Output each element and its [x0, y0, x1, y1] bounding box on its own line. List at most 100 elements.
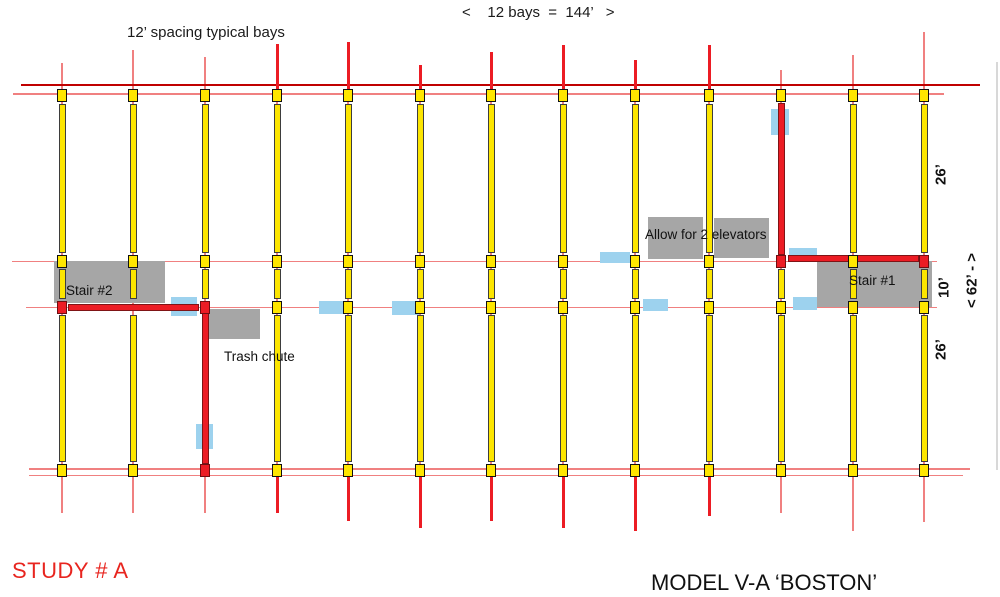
wall-bar [58, 104, 66, 253]
column-marker [272, 463, 282, 477]
wall-bar [705, 269, 713, 299]
wall-bar [559, 104, 567, 253]
column-marker [486, 88, 496, 102]
column-marker [486, 301, 496, 314]
wall-bar [129, 269, 137, 299]
grid-line-vertical-emphasis [489, 471, 493, 521]
wall-bar [273, 315, 281, 462]
column-marker [272, 301, 282, 314]
dimension-label-lower-band-depth: 26’ [932, 339, 950, 360]
column-marker [558, 301, 568, 314]
grid-line-vertical-emphasis [275, 471, 279, 513]
wall-bar [487, 104, 495, 253]
wall-bar [344, 315, 352, 462]
column-marker [848, 88, 858, 102]
wall-bar [487, 315, 495, 462]
column-marker [57, 463, 67, 477]
blue-clip-marker [793, 297, 817, 310]
wall-bar [777, 315, 785, 462]
column-marker [200, 301, 210, 314]
wall-bar [58, 269, 66, 299]
wall-bar [273, 104, 281, 253]
grid-line-horizontal [21, 84, 980, 86]
wall-bar [849, 269, 857, 299]
wall-bar [58, 315, 66, 462]
grid-line-vertical-emphasis [346, 42, 350, 95]
column-marker [343, 88, 353, 102]
grid-line-vertical-emphasis [489, 52, 493, 95]
stair1-label: Stair #1 [849, 273, 896, 288]
column-marker [343, 463, 353, 477]
spacing-note-label: 12’ spacing typical bays [127, 24, 285, 41]
wall-bar [920, 315, 928, 462]
column-marker [558, 88, 568, 102]
stair2-label: Stair #2 [66, 283, 113, 298]
grid-line-vertical-emphasis [418, 471, 422, 528]
trash-chute-red-line [201, 313, 209, 464]
grid-line-horizontal [26, 306, 937, 309]
grid-line-horizontal [29, 468, 970, 470]
wall-bar [129, 104, 137, 253]
grid-line-vertical-emphasis [418, 65, 422, 95]
elevator-box-2 [714, 218, 769, 258]
wall-bar [777, 269, 785, 299]
wall-bar [849, 104, 857, 253]
wall-bar [559, 269, 567, 299]
stair2-red-line [68, 304, 199, 311]
column-marker [776, 301, 786, 314]
column-marker [848, 255, 858, 268]
wall-bar [129, 315, 137, 462]
wall-bar [273, 269, 281, 299]
column-marker [630, 301, 640, 314]
column-marker [919, 463, 929, 477]
column-marker [272, 255, 282, 268]
elevator-box-1 [648, 217, 703, 259]
wall-bar [631, 104, 639, 253]
column-marker [630, 255, 640, 268]
column-marker [343, 255, 353, 268]
stair1-box [817, 261, 932, 307]
column-marker [704, 463, 714, 477]
grid-line-horizontal [29, 474, 963, 477]
grid-line-vertical-emphasis [561, 45, 565, 95]
wall-bar [416, 104, 424, 253]
wall-bar [920, 104, 928, 253]
column-marker [57, 301, 67, 314]
wall-bar [705, 104, 713, 253]
wall-bar [705, 315, 713, 462]
grid-line-vertical-emphasis [707, 471, 711, 516]
column-marker [128, 255, 138, 268]
wall-bar [416, 315, 424, 462]
wall-bar [559, 315, 567, 462]
wall-bar [849, 315, 857, 462]
column-marker [343, 301, 353, 314]
grid-line-vertical-emphasis [707, 45, 711, 95]
column-marker [200, 88, 210, 102]
column-marker [558, 463, 568, 477]
column-marker [630, 463, 640, 477]
column-marker [486, 255, 496, 268]
column-marker [848, 301, 858, 314]
elevators-label: Allow for 2 elevators [645, 227, 767, 242]
column-marker [919, 301, 929, 314]
grid-line-vertical-emphasis [275, 44, 279, 95]
dimension-label-upper-band-depth: 26’ [932, 164, 950, 185]
column-marker [848, 463, 858, 477]
wall-bar [344, 104, 352, 253]
column-marker [919, 255, 929, 268]
dimension-label-total-depth: < 62’ - > [963, 252, 981, 309]
blue-clip-marker [319, 301, 347, 314]
wall-bar [631, 269, 639, 299]
blue-clip-marker [600, 252, 630, 263]
column-marker [415, 463, 425, 477]
column-marker [128, 463, 138, 477]
stair2-box [54, 261, 165, 303]
column-marker [415, 88, 425, 102]
wall-bar [920, 269, 928, 299]
elevator-red-line [777, 103, 785, 255]
grid-line-vertical-emphasis [346, 471, 350, 521]
column-marker [558, 255, 568, 268]
model-title: MODEL V-A ‘BOSTON’ [651, 570, 878, 595]
grid-line-horizontal [13, 93, 944, 95]
